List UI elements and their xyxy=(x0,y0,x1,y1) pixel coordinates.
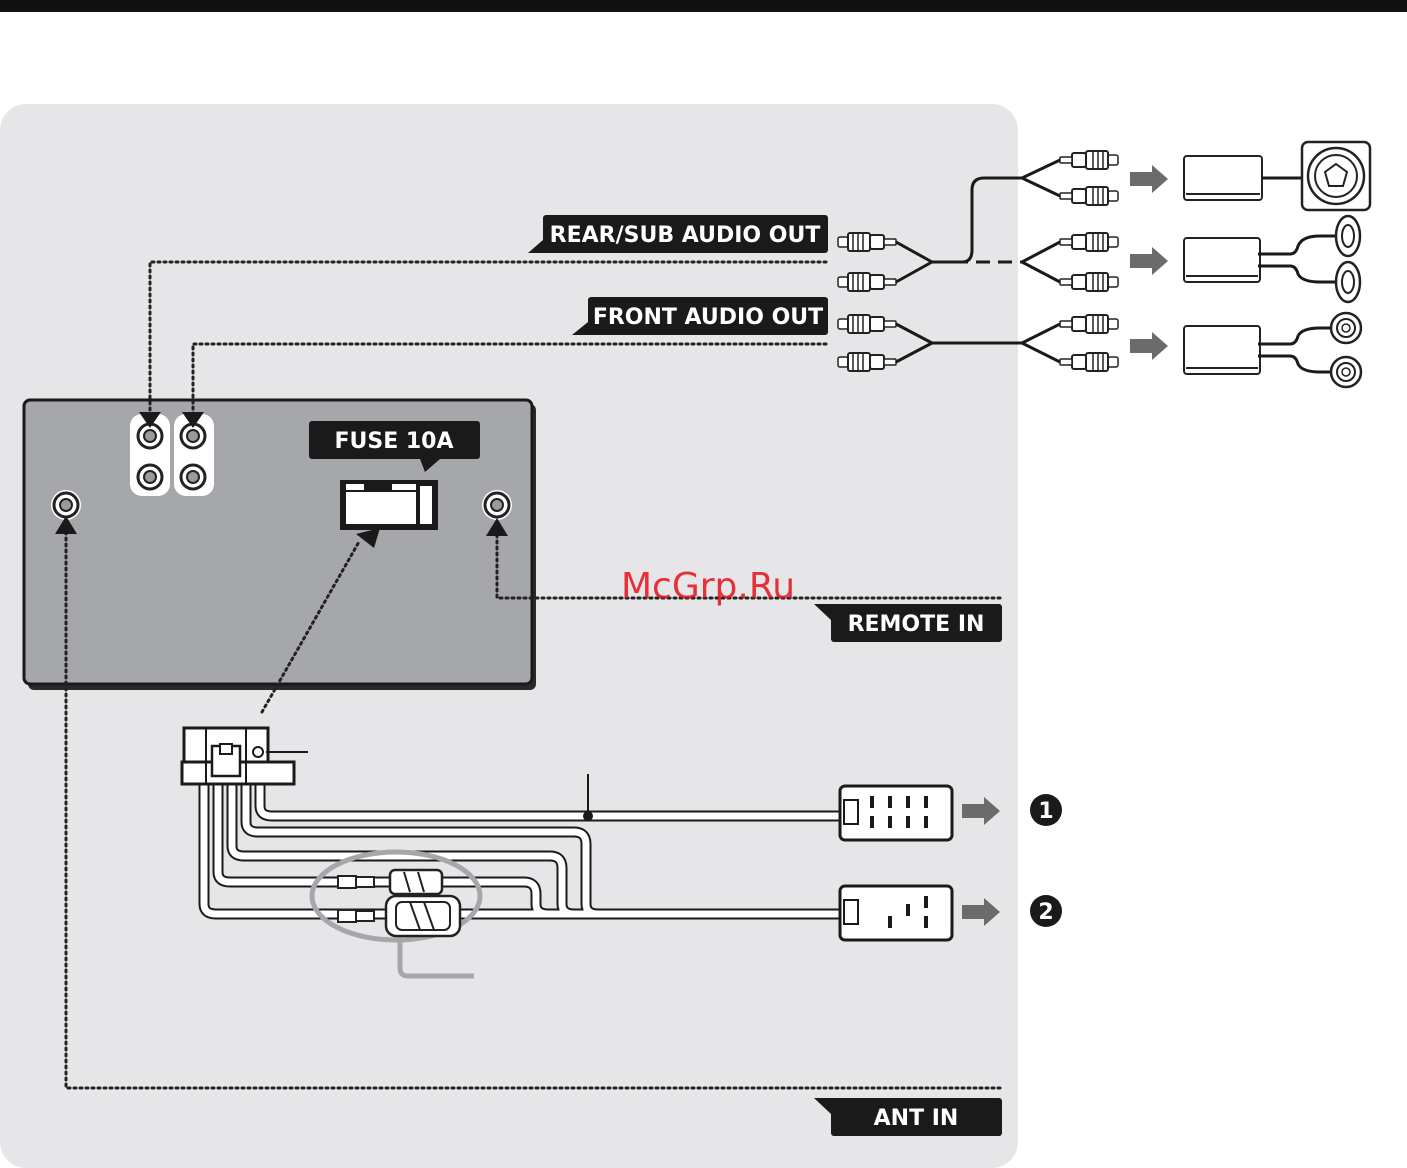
sub-amp-rca-plug-top xyxy=(1060,151,1118,169)
rear-amp-rca-plug-bottom xyxy=(1060,273,1118,291)
subwoofer-icon xyxy=(1302,142,1370,210)
rear-sub-audio-out-label: REAR/SUB AUDIO OUT xyxy=(550,223,821,248)
front-audio-out-label: FRONT AUDIO OUT xyxy=(593,305,823,330)
harness-branch-dot xyxy=(583,811,593,821)
connector-2 xyxy=(840,886,952,940)
fuse-holder xyxy=(340,480,438,530)
ant-in-label-group: ANT IN xyxy=(814,1098,1002,1136)
marker-2-text: 2 xyxy=(1038,900,1053,925)
sub-amplifier xyxy=(1184,156,1262,200)
sub-rca-split xyxy=(1022,160,1060,196)
rear-amp-rca-plug-top xyxy=(1060,233,1118,251)
remote-in-label-group: REMOTE IN xyxy=(814,604,1002,642)
watermark: McGrp.Ru xyxy=(621,566,795,607)
fuse-label: FUSE 10A xyxy=(334,429,453,454)
antenna-jack xyxy=(51,490,81,520)
front-amp-rca-plug-bottom xyxy=(1060,353,1118,371)
rear-speaker-top-icon xyxy=(1336,216,1360,256)
sub-amp-rca-plug-bottom xyxy=(1060,187,1118,205)
marker-1: 1 xyxy=(1030,794,1062,826)
top-rule xyxy=(0,0,1407,12)
remote-jack xyxy=(482,490,512,520)
front-amp-rca-plug-top xyxy=(1060,315,1118,333)
rear-out-jack-bottom xyxy=(135,462,165,492)
rear-sub-audio-out-label-group: REAR/SUB AUDIO OUT xyxy=(528,215,828,253)
rear-amplifier xyxy=(1184,238,1260,282)
marker-2: 2 xyxy=(1030,895,1062,927)
remote-in-label: REMOTE IN xyxy=(848,612,985,637)
front-out-jack-bottom xyxy=(178,462,208,492)
arrow-to-sub-amp xyxy=(1130,165,1168,193)
front-amplifier xyxy=(1184,326,1260,374)
rear-speaker-bottom-icon xyxy=(1336,262,1360,302)
front-speaker-top-icon xyxy=(1331,313,1361,343)
arrow-to-rear-amp xyxy=(1130,247,1168,275)
arrow-to-front-amp xyxy=(1130,332,1168,360)
connector-1 xyxy=(840,786,952,840)
marker-1-text: 1 xyxy=(1038,799,1053,824)
ant-in-label: ANT IN xyxy=(874,1106,959,1131)
front-speaker-bottom-icon xyxy=(1331,357,1361,387)
rear-rca-split xyxy=(1022,242,1060,282)
front-audio-out-label-group: FRONT AUDIO OUT xyxy=(572,297,828,335)
